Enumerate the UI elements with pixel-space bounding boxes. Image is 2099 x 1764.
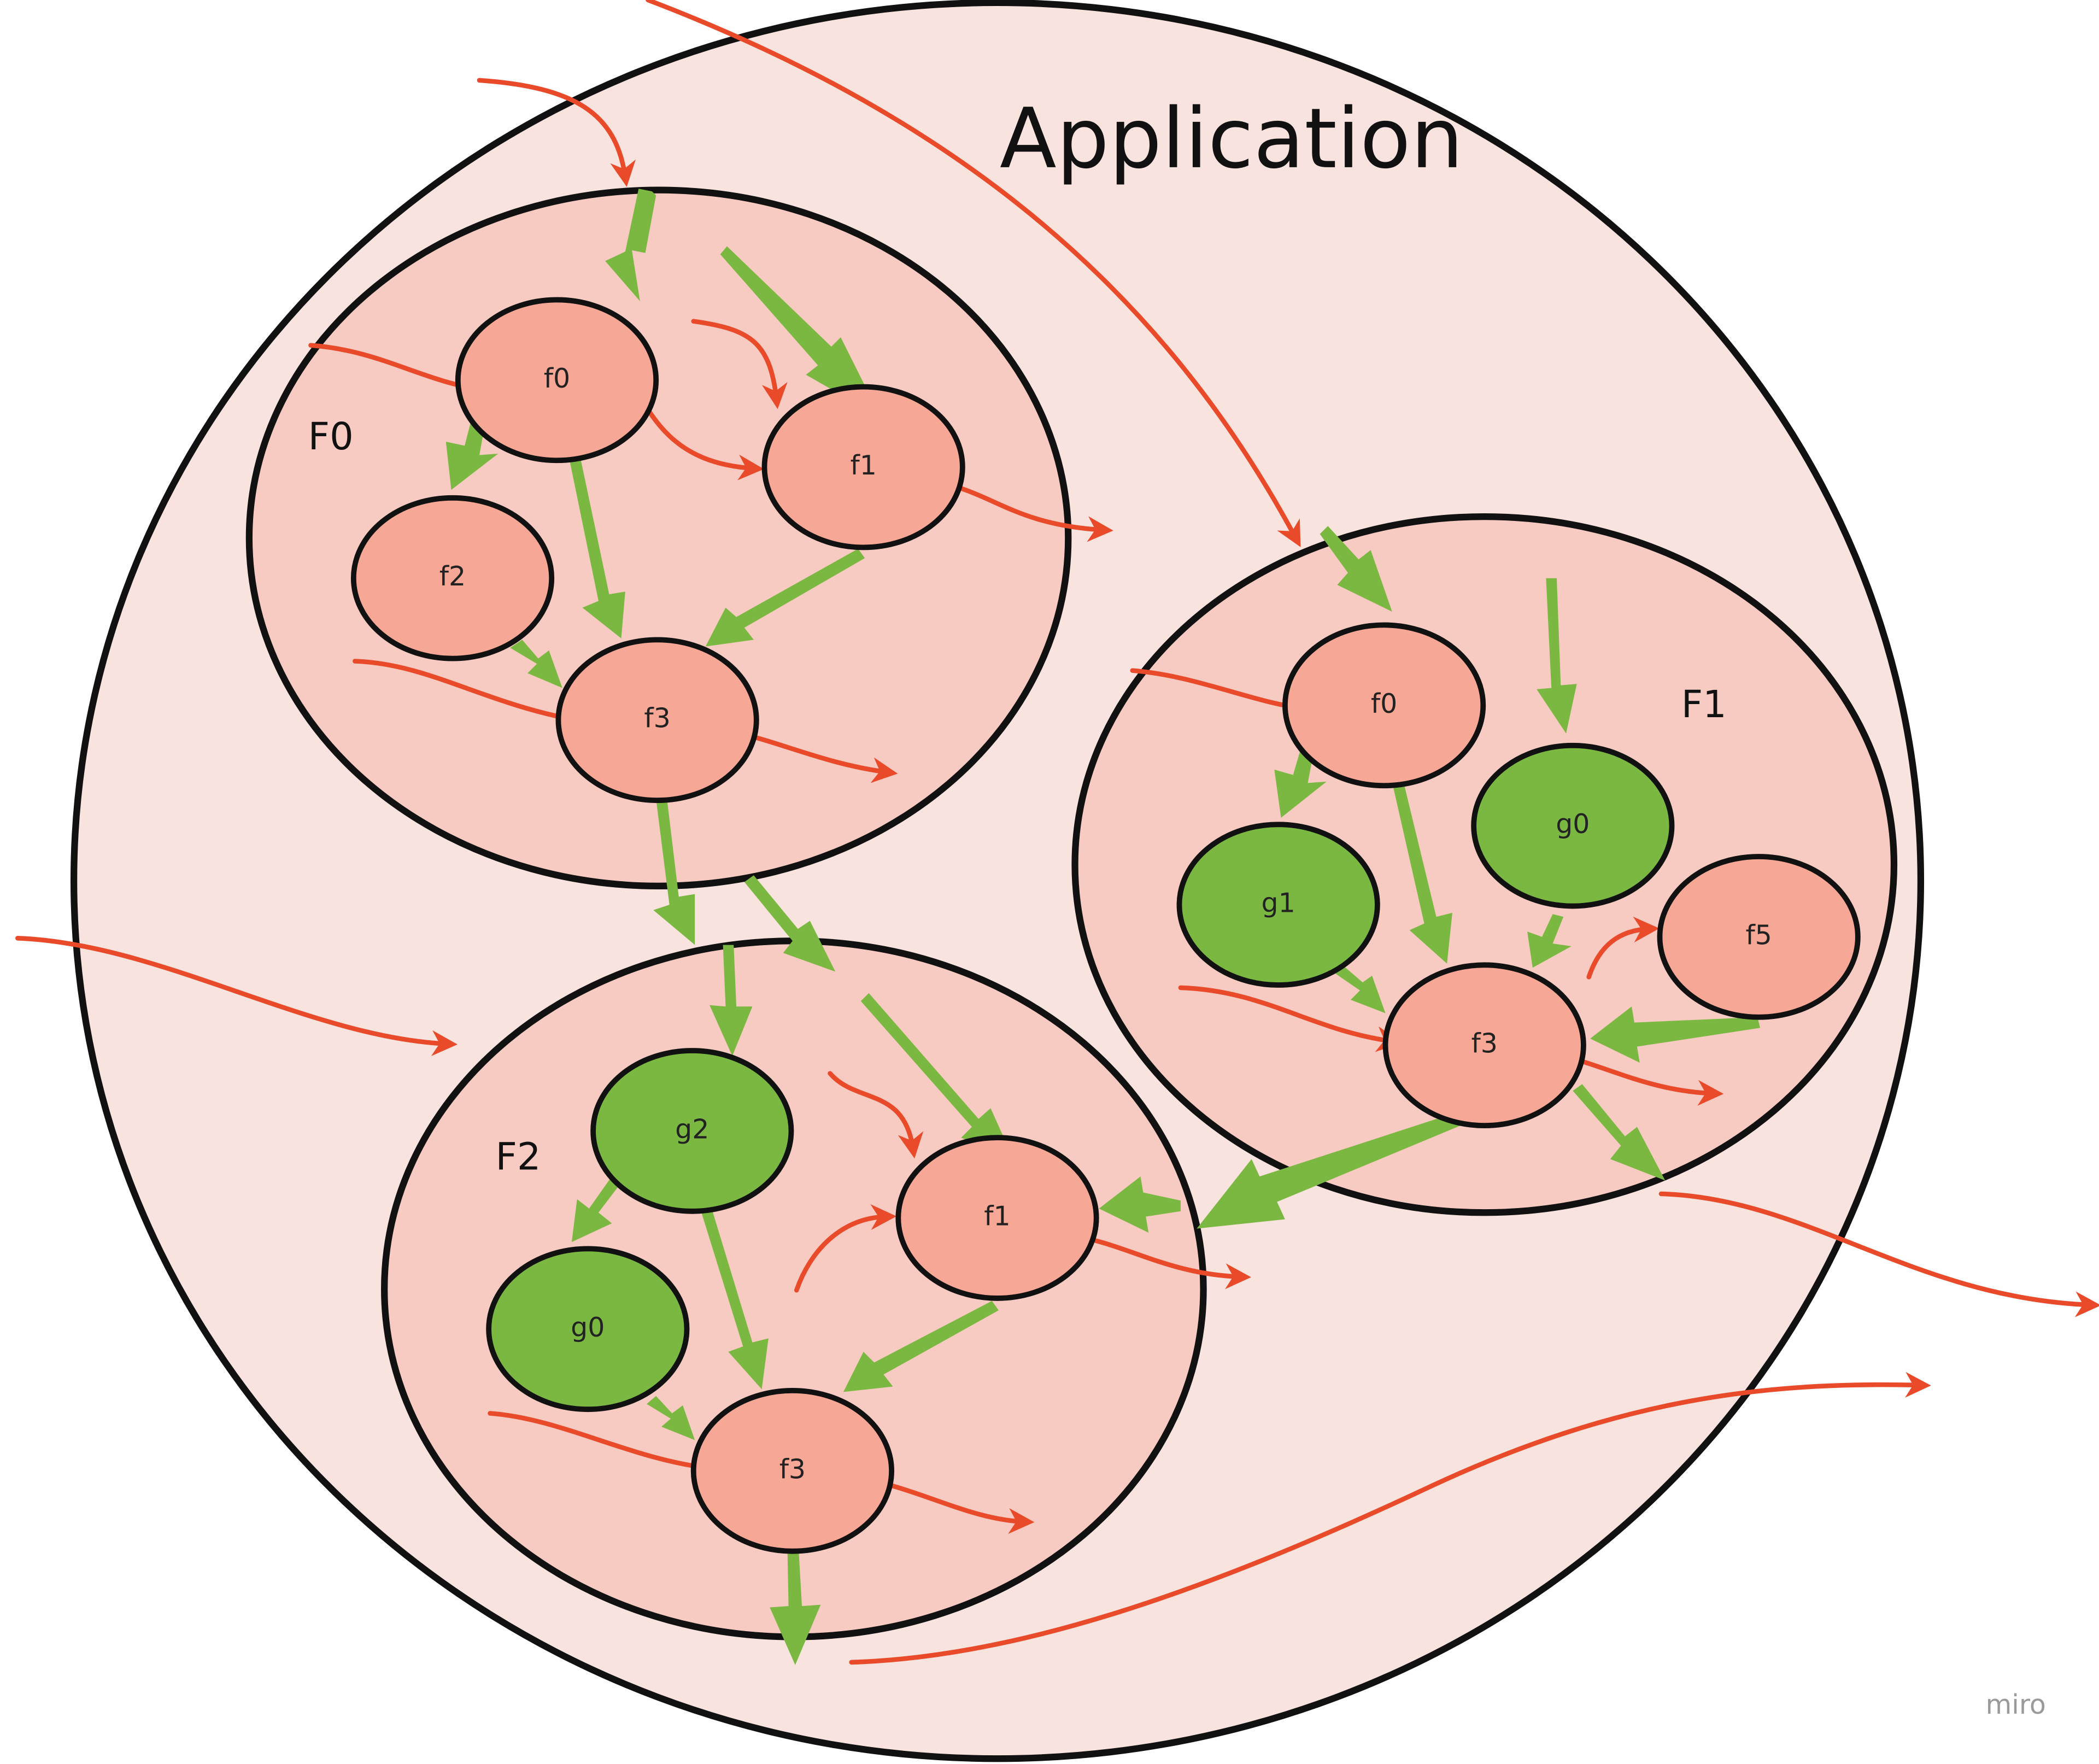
green-arrow	[510, 640, 562, 688]
green-arrow	[647, 1396, 695, 1440]
node-shape	[350, 495, 555, 661]
node-F2-f3: f3	[690, 1387, 894, 1554]
node-label: f3	[644, 703, 670, 734]
green-arrow	[1573, 1084, 1666, 1181]
red-flow-curve	[1178, 985, 1403, 1052]
group-label-F2: F2	[495, 1135, 541, 1179]
node-F0-f1: f1	[761, 384, 965, 550]
green-arrow	[1334, 966, 1386, 1013]
node-F0-f2: f2	[350, 495, 555, 661]
node-label: f1	[850, 450, 876, 481]
node-shape	[555, 637, 759, 804]
green-arrow	[1320, 526, 1392, 612]
node-shape	[486, 1246, 690, 1413]
node-shape	[1471, 742, 1675, 909]
node-shape	[1382, 962, 1586, 1129]
node-label: f3	[779, 1454, 806, 1485]
miro-watermark: miro	[1986, 1689, 2046, 1720]
green-arrow	[567, 448, 625, 638]
green-arrow	[860, 993, 1015, 1162]
node-shape	[1282, 622, 1486, 789]
node-F1-f0: f0	[1282, 622, 1486, 789]
node-F0-f3: f3	[555, 637, 759, 804]
red-flow-curve	[646, 0, 1301, 547]
red-flow-curve	[488, 1411, 720, 1480]
node-shape	[1657, 854, 1861, 1020]
green-arrow	[571, 1172, 624, 1243]
green-arrow	[843, 1300, 999, 1392]
green-arrow	[1197, 1105, 1484, 1229]
green-arrow	[720, 246, 881, 418]
red-flow-curve	[691, 319, 788, 409]
red-flow-curve	[794, 1204, 897, 1293]
red-flow-curve	[1658, 1191, 2099, 1317]
node-label: f1	[984, 1201, 1010, 1232]
red-flow-curve	[477, 78, 636, 187]
red-flow-curves	[15, 0, 2099, 1665]
group-label-F1: F1	[1681, 683, 1727, 726]
green-arrow	[653, 786, 695, 945]
node-label: f0	[1371, 688, 1397, 719]
node-label: g0	[1556, 808, 1590, 840]
node-F0-f0: f0	[455, 297, 659, 464]
red-flow-curve	[15, 936, 458, 1056]
green-arrow	[770, 1536, 821, 1665]
node-shape	[1176, 822, 1380, 988]
node-label: f0	[544, 363, 570, 394]
green-arrow	[1590, 1006, 1761, 1063]
node-F2-g0: g0	[486, 1246, 690, 1413]
node-shape	[590, 1048, 794, 1214]
node-shape	[761, 384, 965, 550]
green-arrow	[705, 548, 865, 647]
red-flow-curve	[849, 1372, 1931, 1665]
node-F1-f5: f5	[1657, 854, 1861, 1020]
green-arrow	[710, 945, 753, 1056]
node-F1-g0: g0	[1471, 742, 1675, 909]
node-shape	[690, 1387, 894, 1554]
node-label: g2	[675, 1114, 709, 1145]
green-arrow	[1391, 773, 1452, 964]
node-label: g0	[571, 1312, 605, 1343]
node-F1-f3: f3	[1382, 962, 1586, 1129]
node-label: f3	[1471, 1028, 1498, 1059]
green-arrow	[1099, 1176, 1181, 1233]
node-shape	[895, 1135, 1099, 1301]
green-arrow	[744, 875, 836, 972]
node-F2-g2: g2	[590, 1048, 794, 1214]
node-label: f2	[439, 561, 466, 592]
node-label: g1	[1262, 888, 1295, 919]
node-F1-g1: g1	[1176, 822, 1380, 988]
green-arrow	[1527, 914, 1572, 968]
node-F2-f1: f1	[895, 1135, 1099, 1301]
application-title: Application	[1000, 90, 1463, 187]
red-flow-curve	[1586, 916, 1660, 980]
green-dependency-arrows	[445, 189, 1761, 1665]
node-label: f5	[1745, 919, 1772, 951]
red-flow-curve	[828, 1071, 924, 1159]
group-label-F0: F0	[308, 415, 354, 459]
node-shape	[455, 297, 659, 464]
green-arrow	[1537, 578, 1577, 734]
group-F0	[245, 186, 1072, 889]
green-arrow	[605, 189, 656, 301]
green-arrow	[700, 1206, 769, 1390]
red-flow-curve	[352, 659, 586, 730]
